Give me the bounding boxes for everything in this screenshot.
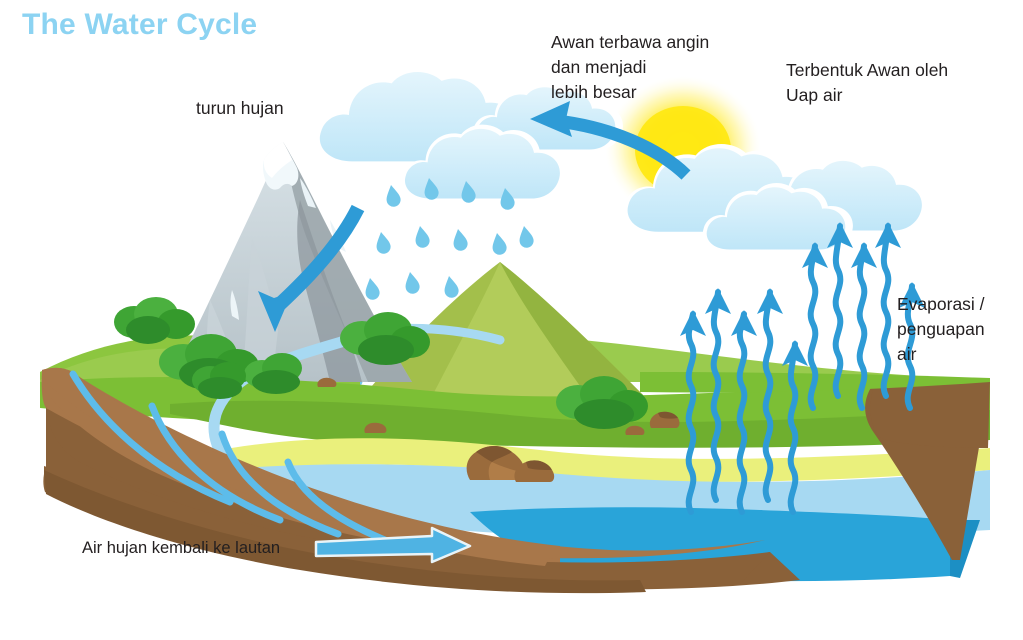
- label-wind-transport: Awan terbawa angin dan menjadi lebih bes…: [551, 32, 710, 102]
- evaporation-arrowhead-group: [680, 222, 925, 366]
- label-precipitation: turun hujan: [196, 98, 284, 118]
- green-mountain: [360, 262, 648, 400]
- wind-arrow-icon: [530, 101, 691, 180]
- boulder-group: [317, 377, 680, 482]
- right-earth-block: [865, 378, 990, 560]
- tree-cluster-group: [114, 297, 648, 429]
- label-runoff-to-ocean: Air hujan kembali ke lautan: [82, 539, 281, 557]
- runoff-arrow-icon: [258, 204, 365, 332]
- label-cloud-formation: Terbentuk Awan oleh Uap air: [786, 60, 949, 105]
- page-title: The Water Cycle: [22, 8, 258, 41]
- evaporation-arrow-group: [685, 223, 916, 515]
- label-evaporation: Evaporasi / penguapan air: [897, 294, 985, 364]
- ocean-return-arrow-icon: [314, 526, 472, 564]
